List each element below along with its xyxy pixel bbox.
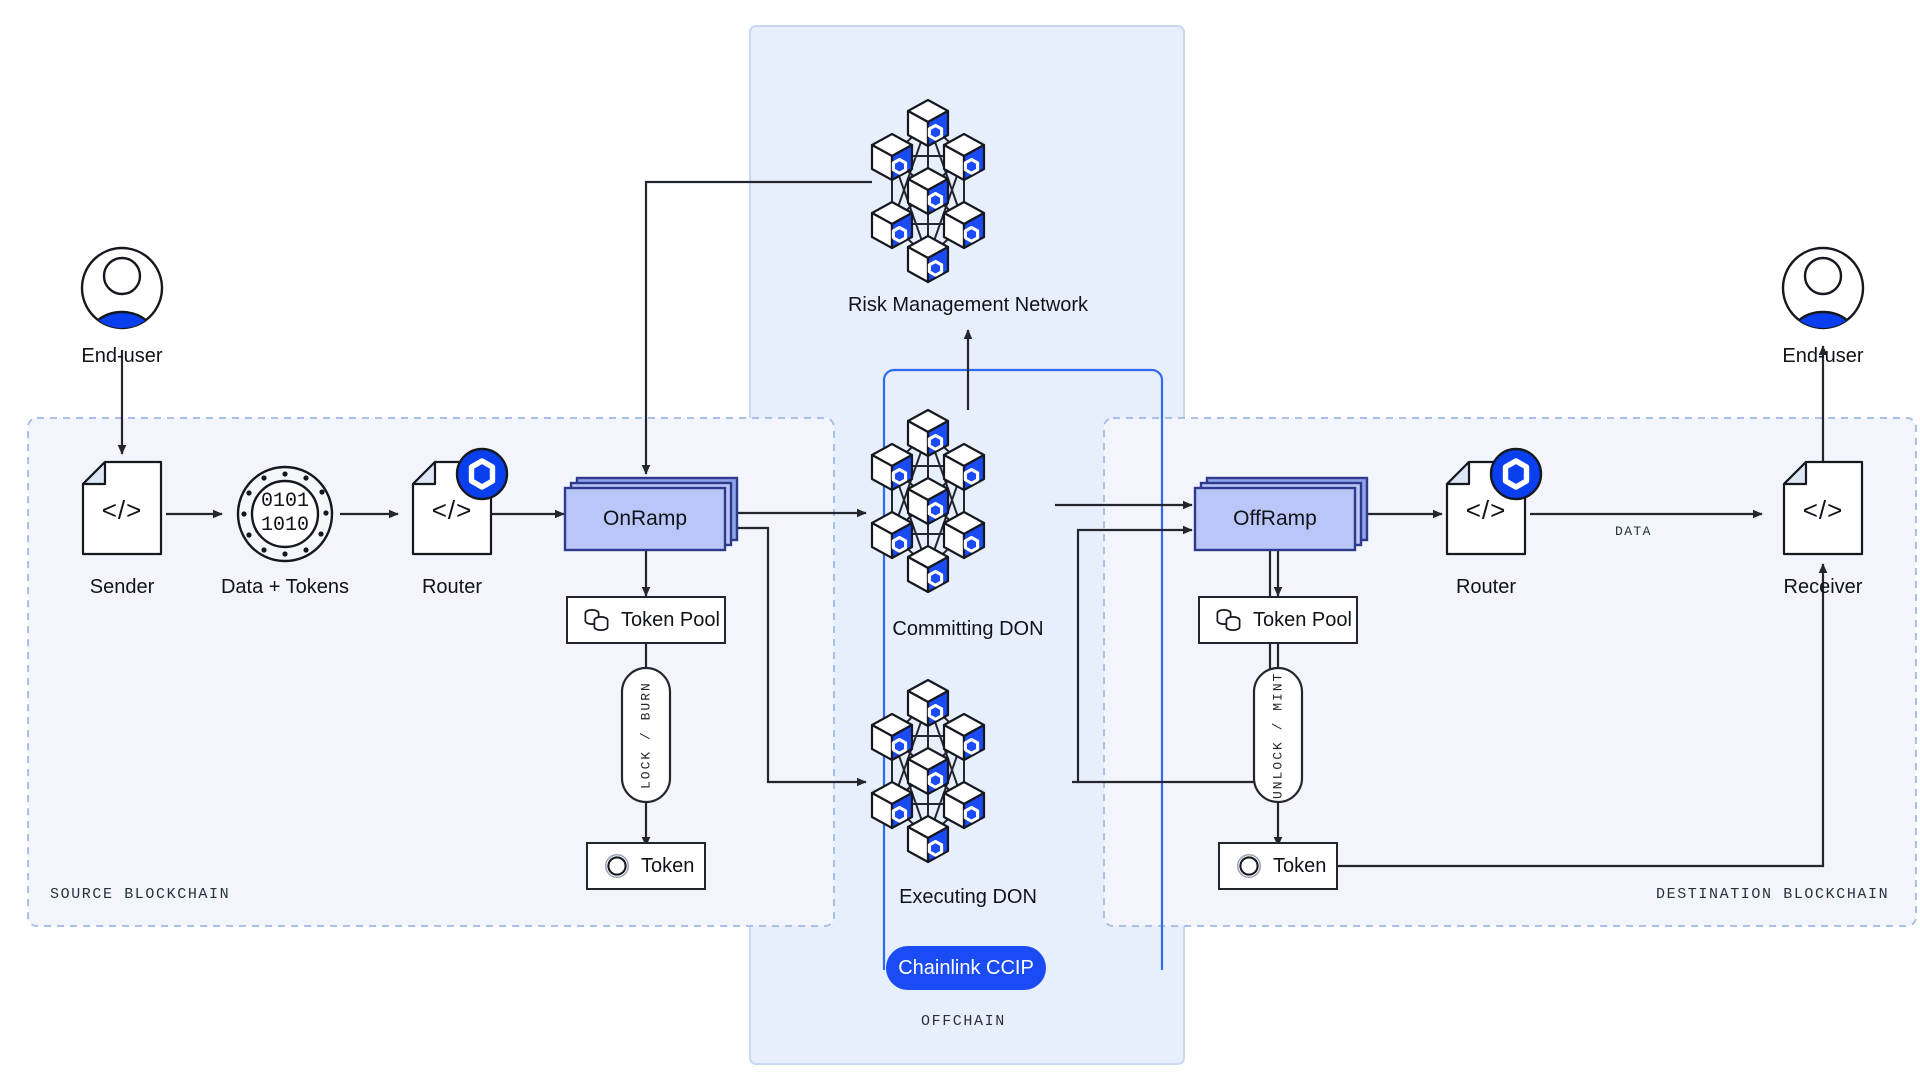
- token-pool-dst-label: Token Pool: [1253, 608, 1352, 631]
- offramp-label: OffRamp: [1233, 507, 1317, 530]
- token-pool-dst-box[interactable]: Token Pool: [1198, 596, 1358, 644]
- data-tokens-coin-icon: [236, 465, 334, 563]
- token-pool-icon: [1216, 609, 1241, 631]
- router-dst-label: Router: [1455, 576, 1517, 598]
- zone-label-offchain: OFFCHAIN: [921, 1013, 1006, 1030]
- lock-burn-capsule: [620, 666, 672, 804]
- edge-token-to-receiver: [1338, 563, 1828, 868]
- token-pool-src-box[interactable]: Token Pool: [566, 596, 726, 644]
- token-dst-box[interactable]: Token: [1218, 842, 1338, 890]
- end-user-right-label: End-user: [1782, 345, 1864, 367]
- router-dst-chainlink-hex-icon: [1489, 447, 1543, 501]
- router-src-code-glyph: </>: [431, 495, 473, 525]
- receiver-label: Receiver: [1783, 576, 1863, 598]
- data-edge-label: DATA: [1615, 524, 1652, 539]
- token-src-label: Token: [641, 854, 695, 877]
- zone-label-source: SOURCE BLOCKCHAIN: [50, 886, 231, 903]
- unlock-mint-label: UNLOCK / MINT: [1270, 671, 1286, 799]
- onramp-box[interactable]: [563, 476, 739, 552]
- data-tokens-binary-line1: 0101: [260, 490, 309, 513]
- token-pool-icon: [584, 609, 609, 631]
- unlock-mint-capsule: [1252, 666, 1304, 804]
- edge-rmn-to-onramp: [641, 180, 872, 475]
- router-src-label: Router: [421, 576, 483, 598]
- zone-label-destination: DESTINATION BLOCKCHAIN: [1656, 886, 1890, 903]
- onramp-label: OnRamp: [602, 507, 688, 530]
- offramp-box[interactable]: [1193, 476, 1369, 552]
- lock-burn-label: LOCK / BURN: [638, 681, 654, 789]
- edge-onramp-to-executing: [738, 526, 867, 787]
- sender-label: Sender: [89, 576, 155, 598]
- data-tokens-binary-line2: 1010: [260, 514, 309, 537]
- token-pool-src-label: Token Pool: [621, 608, 720, 631]
- router-dst-code-glyph: </>: [1465, 495, 1507, 525]
- token-dst-label: Token: [1273, 854, 1327, 877]
- chainlink-ccip-pill[interactable]: Chainlink CCIP: [886, 946, 1046, 990]
- token-ring-icon: [604, 853, 630, 879]
- sender-code-glyph: </>: [101, 495, 143, 525]
- receiver-code-glyph: </>: [1802, 495, 1844, 525]
- end-user-left-label: End-user: [81, 345, 163, 367]
- rmn-label: Risk Management Network: [847, 294, 1089, 316]
- chainlink-ccip-label: Chainlink CCIP: [898, 956, 1034, 979]
- token-src-box[interactable]: Token: [586, 842, 706, 890]
- router-src-chainlink-hex-icon: [455, 447, 509, 501]
- committing-don-label: Committing DON: [892, 618, 1044, 640]
- ccip-bracket: [882, 368, 1164, 970]
- data-tokens-label: Data + Tokens: [220, 576, 350, 598]
- token-ring-icon: [1236, 853, 1262, 879]
- executing-don-label: Executing DON: [899, 886, 1037, 908]
- edge-executing-to-offramp: [1072, 525, 1193, 784]
